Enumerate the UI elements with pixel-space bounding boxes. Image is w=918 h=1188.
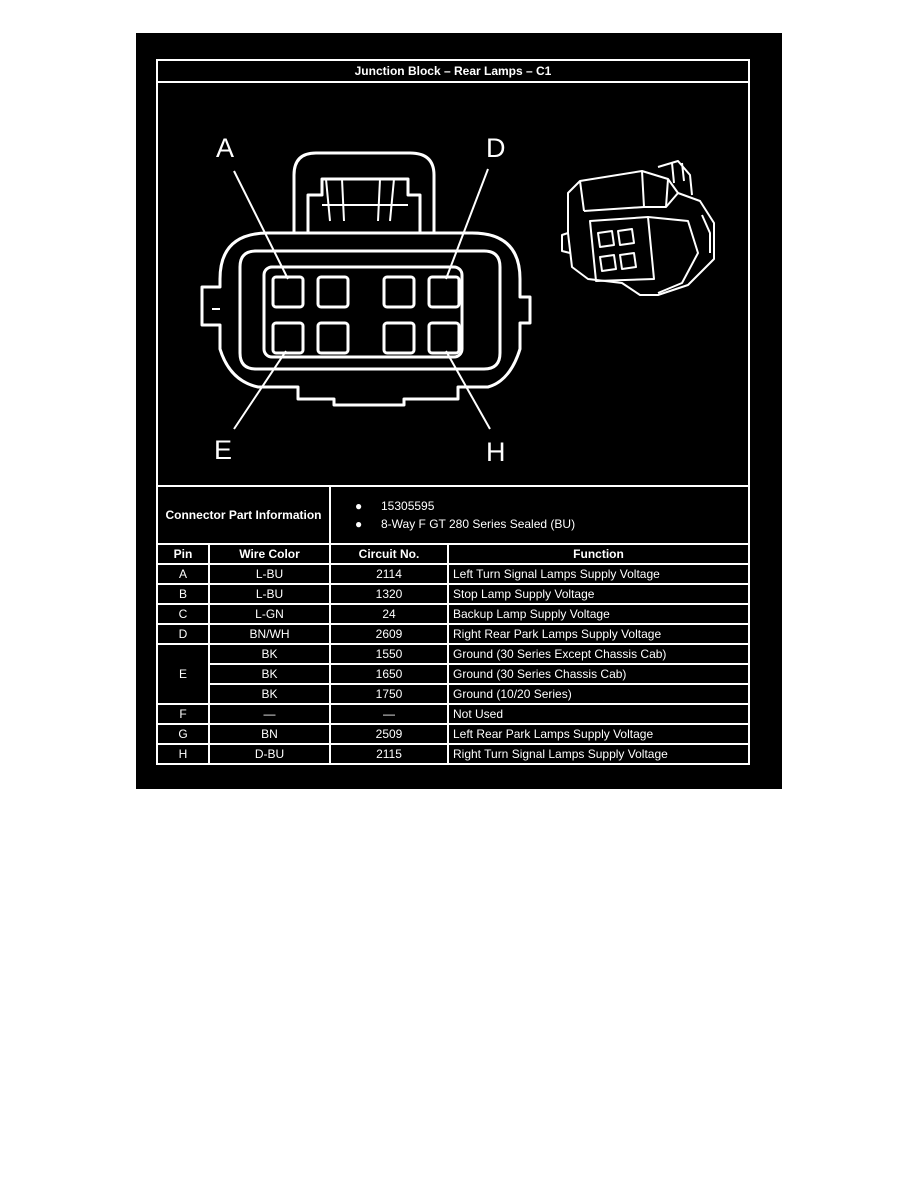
wire-color-cell: D-BU	[209, 744, 330, 764]
diagram-title: Junction Block – Rear Lamps – C1	[157, 60, 749, 82]
connector-inner-body	[238, 249, 502, 371]
wire-color-cell: BK	[209, 644, 330, 664]
wire-color-cell: L-GN	[209, 604, 330, 624]
function-cell: Right Turn Signal Lamps Supply Voltage	[448, 744, 749, 764]
cavity-f	[316, 321, 350, 355]
wire-color-cell: BK	[209, 684, 330, 704]
pin-label-e: E	[214, 435, 232, 465]
circuit-cell: 24	[330, 604, 448, 624]
wire-color-cell: L-BU	[209, 564, 330, 584]
latch-housing	[292, 151, 436, 233]
latch-inner	[306, 177, 422, 233]
cavity-d	[427, 275, 461, 309]
function-cell: Ground (30 Series Chassis Cab)	[448, 664, 749, 684]
header-pin: Pin	[157, 544, 209, 564]
wire-color-cell: —	[209, 704, 330, 724]
cavity-a	[271, 275, 305, 309]
connector-part-info-label: Connector Part Information	[157, 486, 330, 544]
cavity-block	[262, 265, 464, 359]
pin-label-a: A	[216, 133, 234, 163]
circuit-cell: 2114	[330, 564, 448, 584]
part-number-item: ● 15305595	[355, 497, 434, 515]
connector-drawing: A D E H	[157, 82, 749, 486]
cavity-g	[382, 321, 416, 355]
leader-line-h	[445, 350, 491, 430]
pin-label-d: D	[486, 133, 506, 163]
function-cell: Stop Lamp Supply Voltage	[448, 584, 749, 604]
circuit-cell: 2609	[330, 624, 448, 644]
circuit-cell: 1550	[330, 644, 448, 664]
circuit-cell: 1320	[330, 584, 448, 604]
pin-cell: E	[157, 644, 209, 704]
wire-color-cell: BN	[209, 724, 330, 744]
header-circuit-no: Circuit No.	[330, 544, 448, 564]
function-cell: Ground (30 Series Except Chassis Cab)	[448, 644, 749, 664]
header-wire-color: Wire Color	[209, 544, 330, 564]
circuit-cell: —	[330, 704, 448, 724]
leader-line-a	[233, 170, 289, 280]
bullet-icon: ●	[355, 499, 363, 513]
pin-cell: A	[157, 564, 209, 584]
function-cell: Left Turn Signal Lamps Supply Voltage	[448, 564, 749, 584]
wire-color-cell: BN/WH	[209, 624, 330, 644]
pin-cell: D	[157, 624, 209, 644]
circuit-cell: 1750	[330, 684, 448, 704]
connector-isometric-view	[561, 160, 715, 296]
circuit-cell: 2509	[330, 724, 448, 744]
function-cell: Ground (10/20 Series)	[448, 684, 749, 704]
part-number-text: 15305595	[381, 499, 435, 513]
header-function: Function	[448, 544, 749, 564]
function-cell: Left Rear Park Lamps Supply Voltage	[448, 724, 749, 744]
connector-frame: Junction Block – Rear Lamps – C1	[156, 59, 750, 765]
function-cell: Right Rear Park Lamps Supply Voltage	[448, 624, 749, 644]
connector-description-text: 8-Way F GT 280 Series Sealed (BU)	[381, 517, 576, 531]
pin-cell: G	[157, 724, 209, 744]
bullet-icon: ●	[355, 517, 363, 531]
circuit-cell: 2115	[330, 744, 448, 764]
pin-cell: F	[157, 704, 209, 724]
cavity-e	[271, 321, 305, 355]
connector-face-illustration: A D E H	[200, 133, 715, 467]
pin-cell: B	[157, 584, 209, 604]
circuit-cell: 1650	[330, 664, 448, 684]
cavity-h	[427, 321, 461, 355]
wire-color-cell: L-BU	[209, 584, 330, 604]
connector-description-item: ● 8-Way F GT 280 Series Sealed (BU)	[355, 515, 575, 533]
leader-line-e	[233, 350, 287, 430]
connector-part-info-values: ● 15305595 ● 8-Way F GT 280 Series Seale…	[330, 486, 749, 544]
pin-cell: H	[157, 744, 209, 764]
leader-line-d	[445, 168, 489, 280]
wire-color-cell: BK	[209, 664, 330, 684]
latch-tabs	[325, 178, 395, 222]
pin-cell: C	[157, 604, 209, 624]
connector-outer-body	[200, 231, 532, 407]
pin-label-h: H	[486, 437, 506, 467]
connector-diagram-panel: Junction Block – Rear Lamps – C1	[136, 33, 782, 789]
cavity-b	[316, 275, 350, 309]
cavity-c	[382, 275, 416, 309]
function-cell: Not Used	[448, 704, 749, 724]
function-cell: Backup Lamp Supply Voltage	[448, 604, 749, 624]
